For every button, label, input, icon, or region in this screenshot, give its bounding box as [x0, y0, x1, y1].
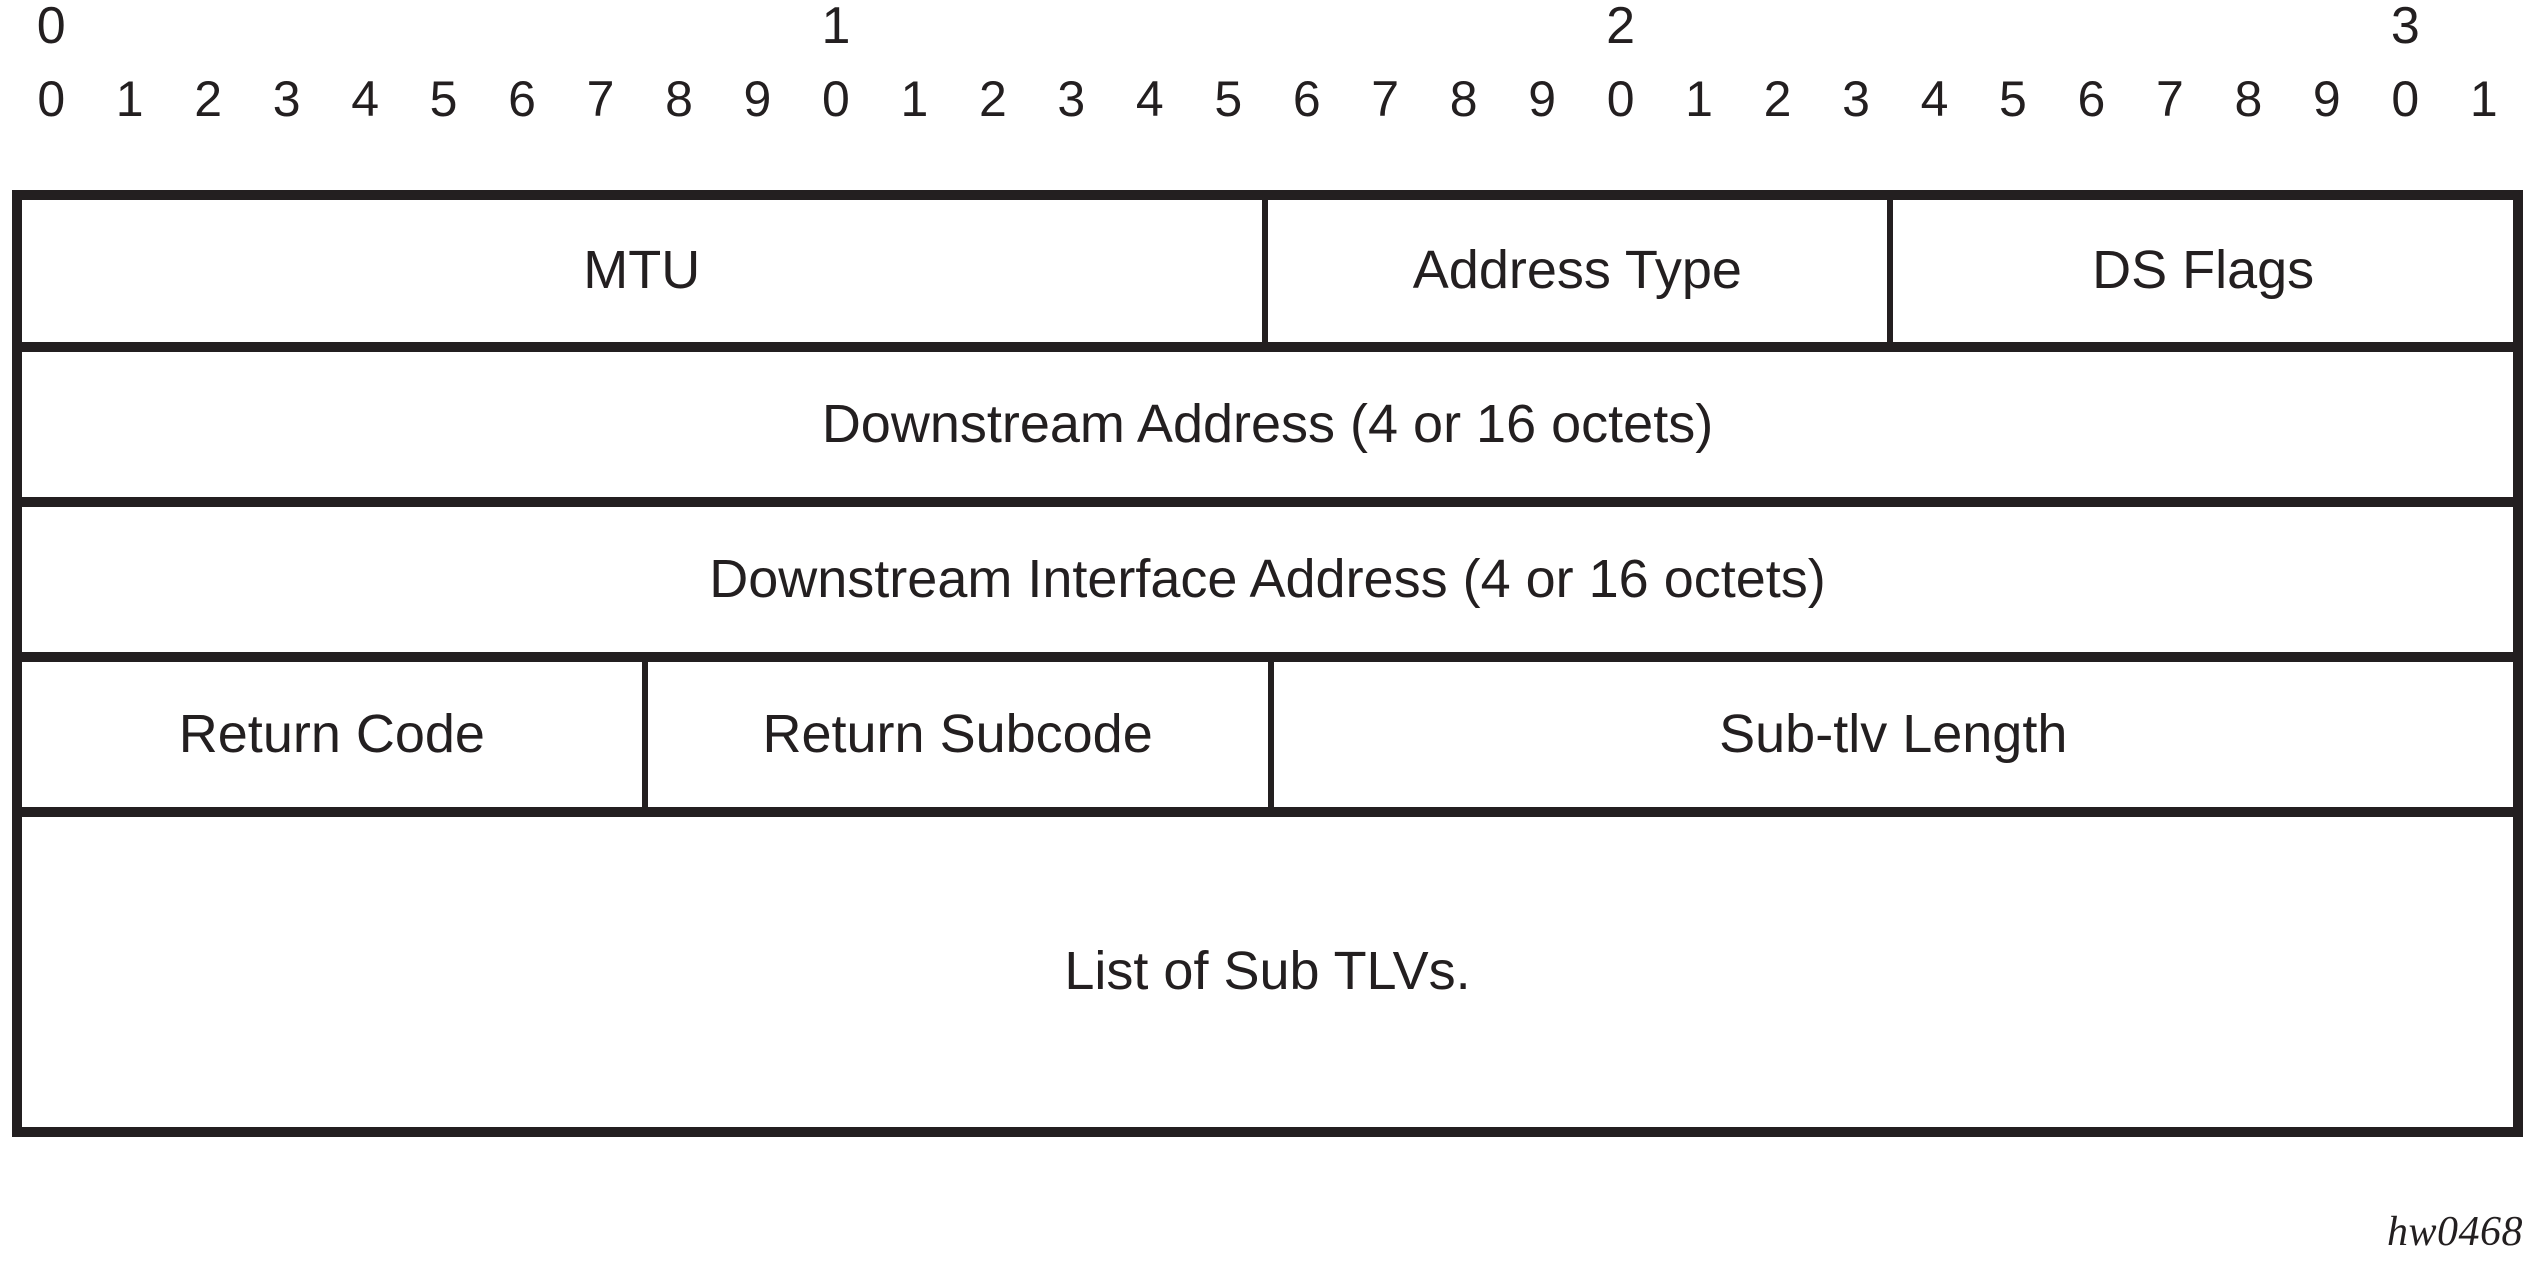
bit-label: 7 — [2155, 71, 2184, 127]
decade-label — [1974, 0, 2052, 52]
decade-label: 1 — [821, 0, 851, 55]
packet-row: Downstream Address (4 or 16 octets) — [22, 352, 2513, 507]
bit-label: 8 — [2234, 71, 2263, 127]
packet-diagram: MTU Address Type DS Flags Downstream Add… — [12, 190, 2523, 1137]
bit-label: 5 — [1999, 71, 2027, 127]
decade-label — [1817, 0, 1895, 52]
decade-label — [1268, 0, 1346, 52]
bit-ruler-digit-row: 0 1 2 3 4 5 6 7 8 9 0 1 2 3 4 5 6 7 8 9 … — [12, 74, 2523, 126]
decade-label — [1424, 0, 1502, 52]
decade-label — [875, 0, 953, 52]
bit-label: 4 — [1920, 71, 1949, 127]
bit-label: 5 — [429, 71, 458, 127]
decade-label: 2 — [1606, 0, 1636, 55]
decade-label — [1503, 0, 1581, 52]
bit-label: 0 — [2391, 71, 2420, 127]
decade-label — [1660, 0, 1738, 52]
bit-label: 7 — [1371, 71, 1400, 127]
decade-label — [1738, 0, 1816, 52]
bit-label: 3 — [1057, 71, 1086, 127]
decade-label — [90, 0, 168, 52]
field-downstream-address: Downstream Address (4 or 16 octets) — [821, 393, 1714, 454]
decade-label — [247, 0, 325, 52]
bit-label: 9 — [1528, 71, 1557, 127]
decade-label — [2052, 0, 2130, 52]
bit-label: 2 — [194, 71, 223, 127]
decade-label — [2445, 0, 2523, 52]
decade-label — [1111, 0, 1189, 52]
bit-label: 2 — [1763, 71, 1792, 127]
bit-ruler: 0 1 2 — [12, 0, 2523, 126]
decade-label — [640, 0, 718, 52]
bit-label: 0 — [822, 71, 850, 127]
field-address-type: Address Type — [1268, 200, 1894, 342]
decade-label — [1895, 0, 1973, 52]
packet-row: Downstream Interface Address (4 or 16 oc… — [22, 507, 2513, 662]
decade-label — [483, 0, 561, 52]
decade-label — [404, 0, 482, 52]
field-ds-flags: DS Flags — [2092, 240, 2315, 301]
decade-label — [2288, 0, 2366, 52]
bit-label: 2 — [978, 71, 1007, 127]
bit-ruler-decade-row: 0 1 2 — [12, 0, 2523, 52]
bit-label: 4 — [351, 71, 380, 127]
bit-label: 8 — [665, 71, 693, 127]
bit-label: 6 — [2077, 71, 2106, 127]
field-mtu: MTU — [22, 200, 1268, 342]
decade-label — [954, 0, 1032, 52]
bit-label: 9 — [2312, 71, 2341, 127]
bit-label: 9 — [743, 71, 772, 127]
figure-id-label: hw0468 — [2386, 1209, 2523, 1255]
packet-row: List of Sub TLVs. — [22, 817, 2513, 1127]
field-list-of-sub-tlvs: List of Sub TLVs. — [1064, 941, 1471, 1002]
field-return-code: Return Code — [22, 662, 648, 807]
bit-label: 6 — [508, 71, 536, 127]
field-return-subcode: Return Subcode — [648, 662, 1274, 807]
bit-label: 5 — [1214, 71, 1243, 127]
bit-label: 6 — [1292, 71, 1321, 127]
bit-label: 1 — [2469, 71, 2498, 127]
decade-label — [1189, 0, 1267, 52]
bit-label: 8 — [1449, 71, 1478, 127]
bit-label: 1 — [1685, 71, 1713, 127]
bit-label: 3 — [272, 71, 301, 127]
bit-label: 0 — [1606, 71, 1635, 127]
decade-label — [718, 0, 796, 52]
decade-label — [2131, 0, 2209, 52]
decade-label — [561, 0, 639, 52]
decade-label — [1346, 0, 1424, 52]
bit-label: 3 — [1842, 71, 1870, 127]
field-sub-tlv-length: Sub-tlv Length — [1719, 703, 2068, 764]
packet-row: Return Code Return Subcode Sub-tlv Lengt… — [22, 662, 2513, 817]
field-downstream-interface-address: Downstream Interface Address (4 or 16 oc… — [709, 548, 1826, 609]
bit-label: 1 — [900, 71, 929, 127]
bit-label: 0 — [37, 71, 66, 127]
decade-label — [326, 0, 404, 52]
decade-label — [169, 0, 247, 52]
bit-label: 1 — [115, 71, 144, 127]
decade-label — [1032, 0, 1110, 52]
bit-label: 7 — [586, 71, 615, 127]
decade-label — [2209, 0, 2287, 52]
decade-label: 0 — [36, 0, 66, 55]
decade-label: 3 — [2390, 0, 2420, 55]
bit-label: 4 — [1135, 71, 1164, 127]
packet-row: MTU Address Type DS Flags — [22, 200, 2513, 352]
